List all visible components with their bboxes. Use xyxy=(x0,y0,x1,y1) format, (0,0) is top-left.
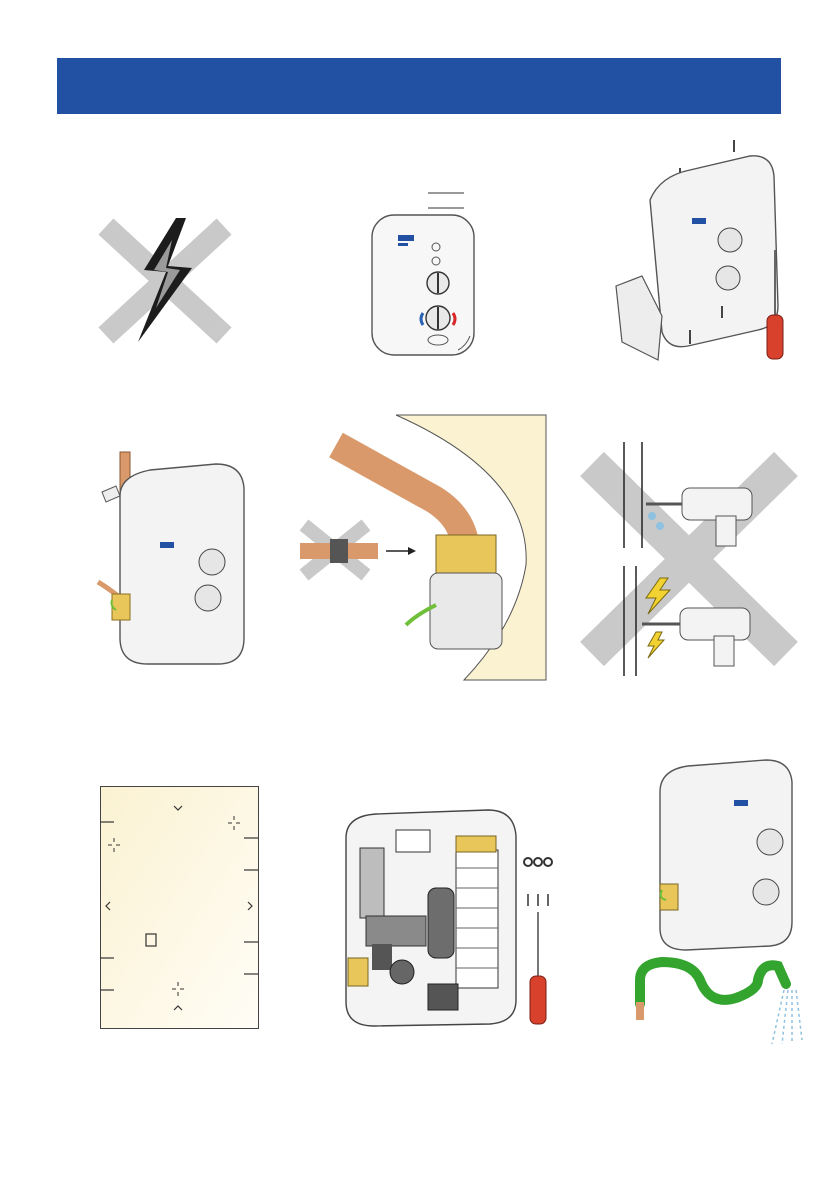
crossed-fitting-icon xyxy=(300,525,378,575)
panel-compression-fitting xyxy=(296,415,556,680)
flush-with-hose xyxy=(630,754,800,1044)
unit-pipe-inlet xyxy=(98,450,248,660)
header-bar xyxy=(57,58,781,114)
wall-template xyxy=(100,786,260,1030)
panel-remove-cover xyxy=(610,140,790,365)
remove-cover-screws xyxy=(610,140,790,365)
shower-front-view xyxy=(368,185,478,360)
panel-wall-template xyxy=(100,786,260,1030)
spare-parts-icon xyxy=(524,858,552,906)
panel-no-electricity xyxy=(100,210,230,350)
panel-unit-internals xyxy=(338,808,560,1030)
no-electricity-icon xyxy=(100,210,230,350)
panel-no-drilling xyxy=(580,440,800,690)
no-compression-fitting-icon xyxy=(296,415,556,680)
no-drilling-near-pipes-cables-icon xyxy=(580,440,800,690)
screwdriver-icon xyxy=(530,912,546,1024)
panel-pipe-inlet xyxy=(98,450,248,660)
unit-internals-with-parts xyxy=(338,808,560,1030)
panel-flush-hose xyxy=(630,754,800,1044)
panel-shower-front xyxy=(368,185,478,360)
